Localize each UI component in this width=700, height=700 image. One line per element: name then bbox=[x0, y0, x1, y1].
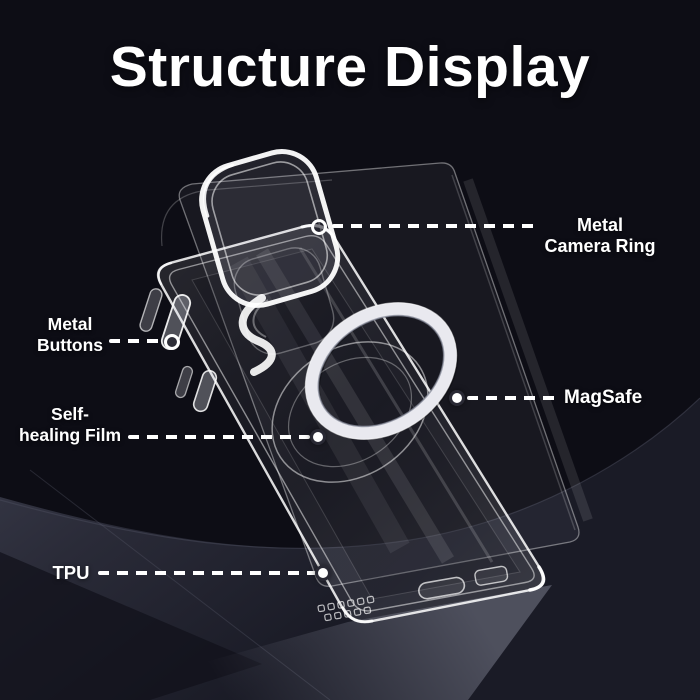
label-metal-buttons-line2: Buttons bbox=[36, 334, 104, 355]
light-beam bbox=[70, 585, 552, 700]
label-self-healing-film-line1: Self- bbox=[51, 404, 89, 424]
label-metal-buttons-line1: Metal bbox=[47, 314, 93, 334]
magsafe-marker-dot bbox=[449, 390, 465, 406]
usb-port-cutout bbox=[418, 576, 466, 600]
self-healing-film-connector-line bbox=[128, 435, 310, 439]
bottom-cutouts bbox=[317, 565, 509, 622]
camera-ring-ribbon-echo bbox=[252, 299, 269, 338]
film-reflection-line bbox=[451, 174, 576, 531]
page-title: Structure Display bbox=[109, 35, 591, 99]
case-reflection-line bbox=[298, 247, 494, 563]
case-inner-wall bbox=[168, 235, 535, 612]
label-tpu: TPU bbox=[52, 562, 90, 583]
label-metal-camera-ring-line2: Camera Ring bbox=[544, 236, 656, 257]
tpu-connector-line bbox=[98, 571, 316, 575]
volume-button-insert bbox=[139, 288, 163, 332]
camera-ring-marker-dot bbox=[311, 219, 327, 235]
magsafe-ring bbox=[304, 302, 459, 440]
case-reflection-mid bbox=[256, 248, 454, 564]
case-corner-highlight-left bbox=[156, 261, 173, 286]
metal-buttons-marker-dot bbox=[164, 334, 180, 350]
self-healing-film-marker-dot bbox=[310, 429, 326, 445]
background-dark-wedge bbox=[0, 552, 262, 700]
metal-buttons-connector-line bbox=[109, 339, 164, 343]
camera-ring-ribbon bbox=[238, 294, 276, 376]
case-corner-highlight-bottom bbox=[341, 606, 374, 624]
label-self-healing-film-line2: healing Film bbox=[18, 424, 122, 445]
film-reflection-streak bbox=[463, 178, 593, 522]
power-button-insert bbox=[174, 365, 194, 399]
tpu-marker-dot bbox=[315, 565, 331, 581]
label-metal-camera-ring: Metal Camera Ring bbox=[540, 215, 660, 257]
label-metal-camera-ring-line1: Metal bbox=[576, 215, 623, 235]
case-corner-highlight-right bbox=[528, 565, 546, 592]
label-self-healing-film: Self- healing Film bbox=[14, 404, 126, 445]
label-magsafe: MagSafe bbox=[564, 387, 643, 408]
case-back-panel bbox=[191, 248, 521, 600]
camera-ring-connector-line bbox=[332, 224, 538, 228]
power-button bbox=[192, 369, 218, 413]
camera-ring-frame bbox=[199, 149, 341, 308]
label-metal-buttons: Metal Buttons bbox=[26, 314, 114, 355]
magsafe-connector-line bbox=[467, 396, 559, 400]
speaker-port-cutout bbox=[474, 565, 509, 586]
